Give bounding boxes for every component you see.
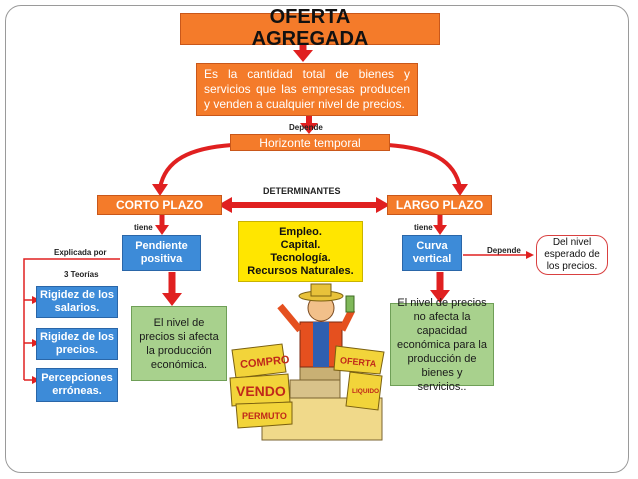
title-box: OFERTA AGREGADA xyxy=(180,6,440,50)
illustration-sign-permuto xyxy=(235,401,293,429)
teoria-text-1: Rigidez de los salarios. xyxy=(40,289,114,314)
teorias-count-label: 3 Teorías xyxy=(64,270,99,279)
arrowhead-determinantes-left xyxy=(218,197,232,213)
arrowhead-largo-curva xyxy=(433,225,447,235)
teoria-box-2: Rigidez de los precios. xyxy=(36,328,118,360)
illustration-sign-text: OFERTA xyxy=(340,355,378,369)
definition-text: Es la cantidad total de bienes y servici… xyxy=(204,67,410,111)
curva-vertical-text: Curva vertical xyxy=(412,240,452,265)
curve-to-largo-plazo xyxy=(387,143,462,189)
curve-to-corto-plazo xyxy=(158,143,233,189)
teoria-text-2: Rigidez de los precios. xyxy=(40,331,114,356)
horizonte-text: Horizonte temporal xyxy=(259,135,361,150)
arrowhead-largo-plazo xyxy=(452,184,468,196)
vendor-illustration: COMPRO VENDO PERMUTO OFERTA LIQUIDO xyxy=(229,283,385,441)
depende-label-top: Depende xyxy=(289,123,323,132)
tiene-label-corto: tiene xyxy=(134,223,153,232)
arrowhead-curva-efecto xyxy=(430,290,450,303)
efecto-corto-text: El nivel de precios si afecta la producc… xyxy=(139,316,219,371)
efecto-largo-text: El nivel de precios no afecta la capacid… xyxy=(397,296,487,393)
efecto-corto-box: El nivel de precios si afecta la producc… xyxy=(131,306,227,381)
teoria-box-1: Rigidez de los salarios. xyxy=(36,286,118,318)
illustration-sign-compro xyxy=(231,343,287,379)
arrowhead-corto-plazo xyxy=(152,184,168,196)
illustration-vendor-arm xyxy=(277,303,303,333)
curva-vertical-box: Curva vertical xyxy=(402,235,462,271)
determinantes-box: Empleo. Capital. Tecnología. Recursos Na… xyxy=(238,221,363,282)
determinantes-list: Empleo. Capital. Tecnología. Recursos Na… xyxy=(247,225,354,277)
pendiente-positiva-box: Pendiente positiva xyxy=(122,235,201,271)
corto-plazo-box: CORTO PLAZO xyxy=(97,195,222,215)
corto-plazo-text: CORTO PLAZO xyxy=(115,198,204,212)
arrowhead-determinantes-right xyxy=(376,197,390,213)
slide-frame xyxy=(5,5,629,473)
determinantes-label: DETERMINANTES xyxy=(263,186,341,196)
page-title: OFERTA AGREGADA xyxy=(251,6,369,50)
arrowhead-pendiente-efecto xyxy=(162,293,182,306)
definition-box: Es la cantidad total de bienes y servici… xyxy=(196,63,418,116)
arrowhead-title-definition xyxy=(293,50,313,62)
depende-nivel-esperado-text: Del nivel esperado de los precios. xyxy=(544,237,600,272)
illustration-sign-text: PERMUTO xyxy=(242,411,287,421)
illustration-vendor-hat-top xyxy=(310,283,332,297)
illustration-sign-oferta xyxy=(333,345,385,375)
teoria-box-3: Percepciones erróneas. xyxy=(36,368,118,402)
illustration-box-stack xyxy=(289,379,341,399)
explicada-por-label: Explicada por xyxy=(54,248,107,257)
depende-label-largo: Depende xyxy=(487,246,521,255)
horizonte-box: Horizonte temporal xyxy=(230,134,390,151)
pendiente-positiva-text: Pendiente positiva xyxy=(135,240,188,265)
teoria-text-3: Percepciones erróneas. xyxy=(41,372,113,397)
arrowhead-corto-pendiente xyxy=(155,225,169,235)
largo-plazo-box: LARGO PLAZO xyxy=(387,195,492,215)
bracket-explicada-por xyxy=(23,258,120,380)
illustration-sign-text: VENDO xyxy=(236,383,286,399)
illustration-bottle xyxy=(345,295,355,313)
efecto-largo-box: El nivel de precios no afecta la capacid… xyxy=(390,297,494,393)
illustration-sign-text: LIQUIDO xyxy=(352,388,379,395)
depende-nivel-esperado-box: Del nivel esperado de los precios. xyxy=(536,235,608,275)
illustration-sign-text: COMPRO xyxy=(240,354,291,371)
illustration-vendor-arm xyxy=(338,308,356,332)
arrowhead-definition-horizonte xyxy=(300,123,318,134)
illustration-sign-liquido xyxy=(345,371,383,411)
illustration-vendor-vest xyxy=(313,322,329,367)
largo-plazo-text: LARGO PLAZO xyxy=(395,198,484,212)
tiene-label-largo: tiene xyxy=(414,223,433,232)
